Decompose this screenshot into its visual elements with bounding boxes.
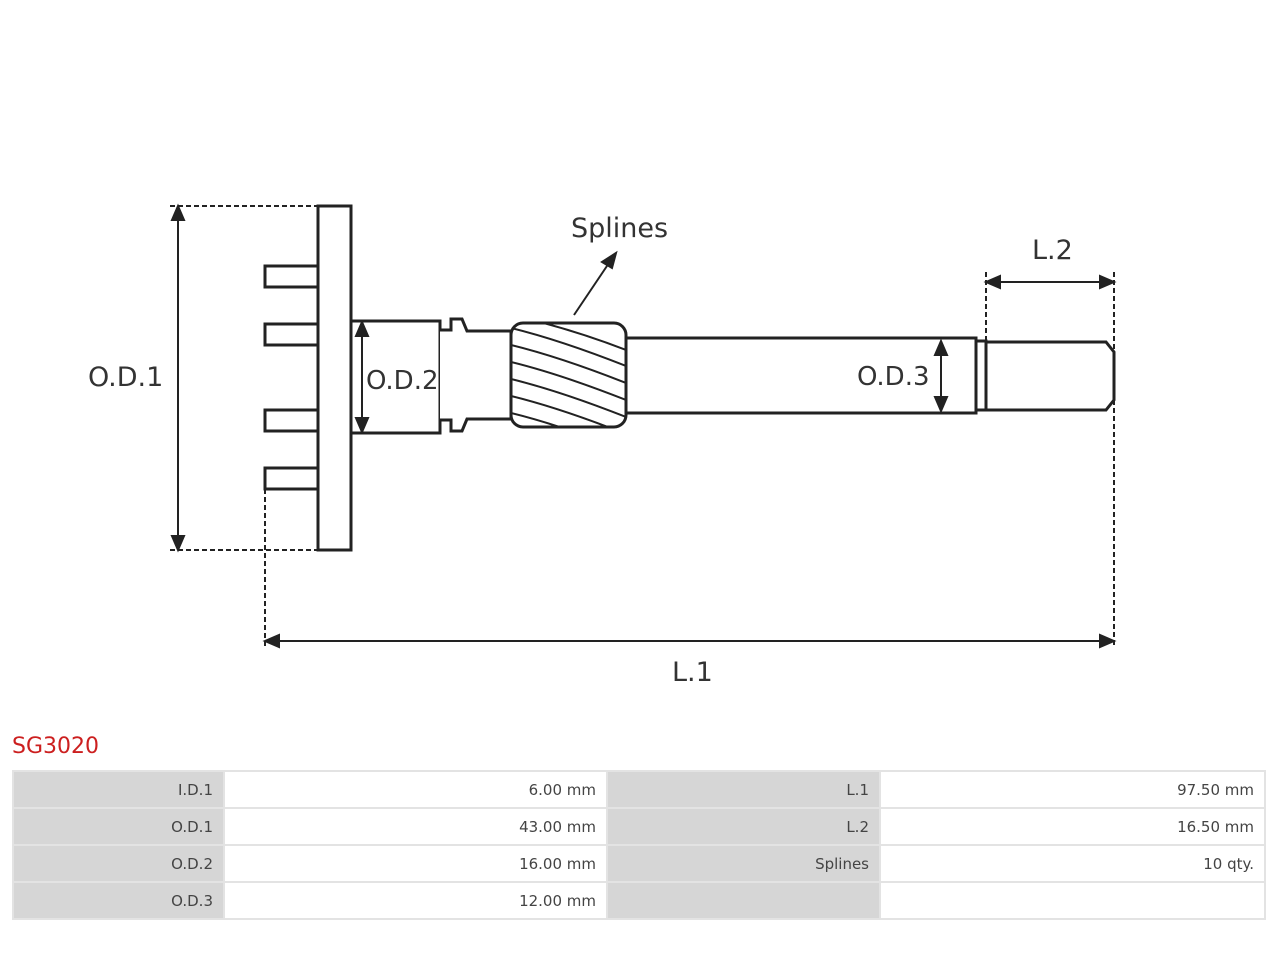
l1-dimension-arrow: [262, 633, 1117, 649]
od3-label: O.D.3: [857, 362, 930, 392]
spec-label: L.1: [606, 770, 881, 809]
hub-section: [349, 319, 442, 435]
spec-value: 10 qty.: [879, 844, 1266, 883]
spec-value: 12.00 mm: [223, 881, 608, 920]
table-row: O.D.1 43.00 mm L.2 16.50 mm: [12, 807, 1266, 846]
table-row: O.D.3 12.00 mm: [12, 881, 1266, 920]
flange-plate: [316, 204, 353, 552]
spec-label: O.D.3: [12, 881, 225, 920]
spec-label: L.2: [606, 807, 881, 846]
spec-label: O.D.1: [12, 807, 225, 846]
spec-value: [879, 881, 1266, 920]
shaft-body: [624, 336, 978, 415]
spec-label: [606, 881, 881, 920]
spec-value: 43.00 mm: [223, 807, 608, 846]
l1-label: L.1: [672, 657, 713, 688]
spec-label: Splines: [606, 844, 881, 883]
splines-label: Splines: [571, 213, 668, 244]
od1-label: O.D.1: [88, 362, 163, 393]
spec-value: 16.00 mm: [223, 844, 608, 883]
spec-value: 6.00 mm: [223, 770, 608, 809]
specs-table: I.D.1 6.00 mm L.1 97.50 mm O.D.1 43.00 m…: [12, 770, 1266, 920]
spec-label: I.D.1: [12, 770, 225, 809]
l2-label: L.2: [1032, 235, 1073, 266]
l2-dimension-arrow: [983, 274, 1117, 290]
od2-dimension-arrow: [354, 319, 370, 435]
shaft-neck: [440, 317, 513, 433]
technical-drawing: O.D.1 O.D.2 O.D.3 Splines L.2 L.1: [88, 203, 1117, 688]
spline-gear: [509, 321, 628, 429]
flange-pins: [263, 264, 320, 491]
shaft-end: [984, 340, 1116, 412]
part-code: SG3020: [12, 734, 100, 759]
table-row: I.D.1 6.00 mm L.1 97.50 mm: [12, 770, 1266, 809]
spec-value: 97.50 mm: [879, 770, 1266, 809]
od1-dimension-arrow: [170, 203, 186, 553]
od3-dimension-arrow: [933, 338, 949, 414]
spec-value: 16.50 mm: [879, 807, 1266, 846]
spec-label: O.D.2: [12, 844, 225, 883]
splines-leader-arrow: [573, 250, 618, 316]
extension-lines: [170, 205, 1115, 648]
table-row: O.D.2 16.00 mm Splines 10 qty.: [12, 844, 1266, 883]
od2-label: O.D.2: [366, 366, 439, 396]
